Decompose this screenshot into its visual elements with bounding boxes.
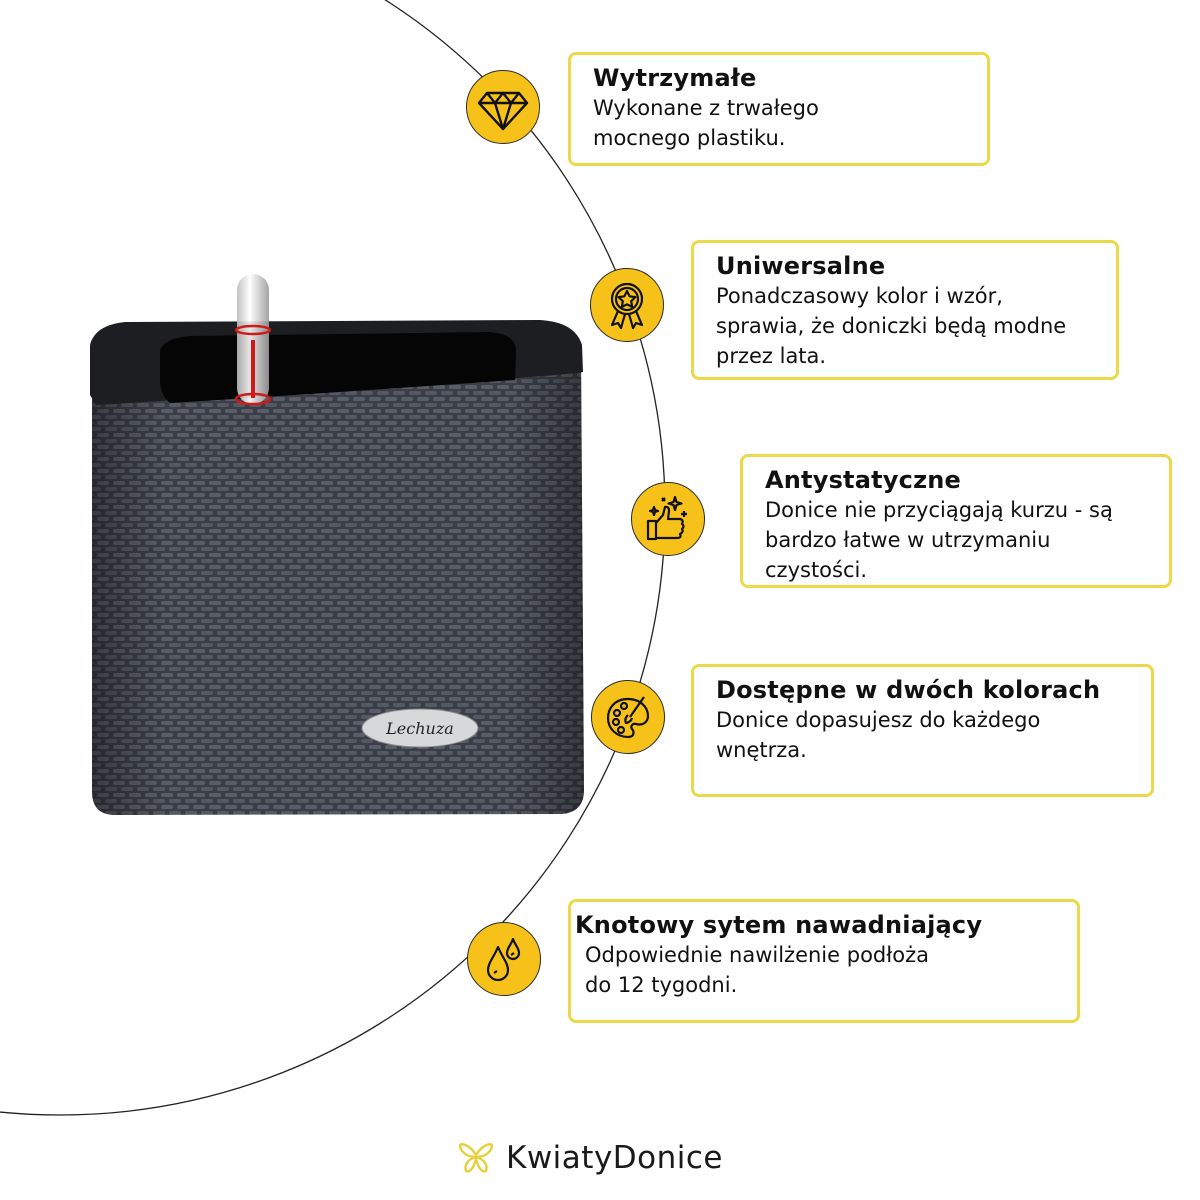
brand-badge: Lechuza bbox=[361, 708, 479, 748]
feature-description: Wykonane z trwałego mocnego plastiku. bbox=[593, 96, 819, 150]
feature-description: Donice dopasujesz do każdego wnętrza. bbox=[716, 708, 1041, 762]
brand-footer: KwiatyDonice bbox=[458, 1140, 723, 1176]
feature-description: Donice nie przyciągają kurzu - są bardzo… bbox=[765, 498, 1113, 582]
award-medal-icon bbox=[590, 268, 664, 342]
feature-card-antistatic: Antystatyczne Donice nie przyciągają kur… bbox=[740, 454, 1172, 588]
feature-title: Dostępne w dwóch kolorach bbox=[716, 676, 1101, 704]
diamond-icon bbox=[466, 70, 540, 144]
water-level-indicator bbox=[234, 274, 272, 406]
planter-body bbox=[92, 330, 584, 815]
brand-name: KwiatyDonice bbox=[506, 1140, 724, 1176]
feature-description: Ponadczasowy kolor i wzór, sprawia, że d… bbox=[716, 284, 1067, 368]
palette-icon bbox=[591, 680, 665, 754]
brand-badge-text: Lechuza bbox=[385, 719, 454, 738]
butterfly-logo-icon bbox=[458, 1143, 494, 1173]
product-image-planter: Lechuza bbox=[90, 274, 584, 815]
water-drops-icon bbox=[467, 922, 541, 996]
feature-title: Uniwersalne bbox=[716, 252, 886, 280]
feature-title: Knotowy sytem nawadniający bbox=[575, 911, 983, 939]
feature-title: Antystatyczne bbox=[765, 466, 962, 494]
feature-card-universal: Uniwersalne Ponadczasowy kolor i wzór, s… bbox=[691, 240, 1119, 380]
feature-title: Wytrzymałe bbox=[593, 64, 757, 92]
thumbs-up-sparkle-icon bbox=[631, 482, 705, 556]
feature-card-colors: Dostępne w dwóch kolorach Donice dopasuj… bbox=[691, 664, 1154, 797]
feature-card-irrigation: Knotowy sytem nawadniający Odpowiednie n… bbox=[568, 899, 1080, 1023]
feature-card-durable: Wytrzymałe Wykonane z trwałego mocnego p… bbox=[568, 52, 990, 166]
feature-description: Odpowiednie nawilżenie podłoża do 12 tyg… bbox=[585, 943, 929, 997]
